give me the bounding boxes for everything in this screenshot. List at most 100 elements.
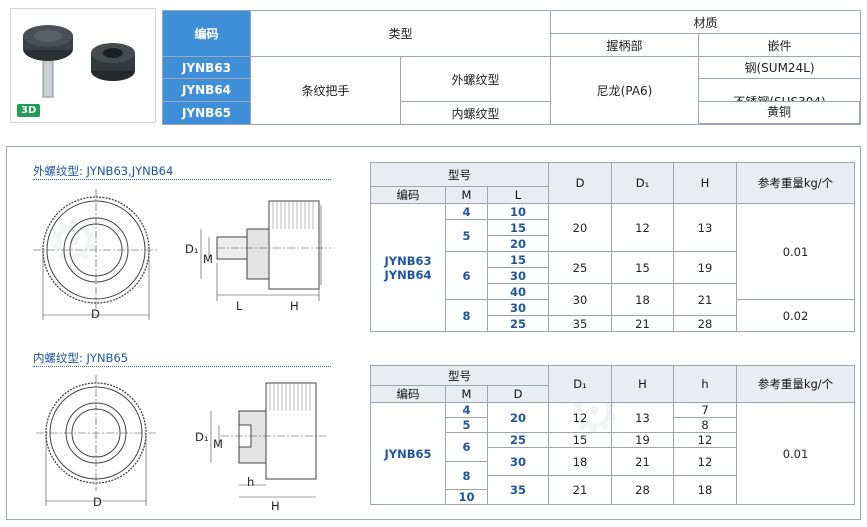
drawing-panel: ⚙ ⚙ 外螺纹型: JYNB63,JYNB64 xyxy=(6,146,861,520)
d1-cell: 21 xyxy=(548,475,612,505)
D1-header: D₁ xyxy=(611,162,674,204)
front-view xyxy=(33,189,159,320)
code-row[interactable]: JYNB63 xyxy=(162,56,251,79)
d1-cell: 15 xyxy=(611,251,674,284)
internal-thread-drawing xyxy=(36,375,326,506)
m-cell: 5 xyxy=(445,219,488,252)
m-cell: 8 xyxy=(445,461,488,490)
d1-cell: 12 xyxy=(548,402,612,433)
small-h-cell: 12 xyxy=(673,447,737,476)
h-cell: 19 xyxy=(611,432,674,448)
l-cell: 30 xyxy=(487,267,549,284)
dim-label-D1: D₁ xyxy=(185,242,199,256)
handle-material: 尼龙(PA6) xyxy=(550,56,700,125)
code-value: JYNB65 xyxy=(370,402,446,505)
d-cell: 35 xyxy=(548,315,612,332)
external-dimension-table: 型号 D D₁ H 参考重量kg/个 编码 M L JYNB63 JYNB64 … xyxy=(370,162,855,332)
m-cell: 6 xyxy=(445,251,488,300)
dim-label-H: H xyxy=(271,499,280,513)
type-header: 类型 xyxy=(249,10,552,57)
d-cell: 25 xyxy=(487,432,549,448)
small-h-cell: 12 xyxy=(673,432,737,448)
knob-photo-illustration xyxy=(23,25,135,98)
weight-cell: 0.02 xyxy=(736,299,855,332)
m-cell: 4 xyxy=(445,203,488,220)
small-h-cell: 8 xyxy=(673,417,737,433)
H-header: H xyxy=(673,162,737,204)
side-view xyxy=(200,200,331,301)
code-header: 编码 xyxy=(370,186,446,204)
model-header: 型号 xyxy=(370,365,549,386)
l-cell: 15 xyxy=(487,251,549,268)
d1-cell: 18 xyxy=(548,447,612,476)
code-cell: JYNB63 JYNB64 xyxy=(370,203,446,332)
d-cell: 35 xyxy=(487,475,549,505)
h-cell: 13 xyxy=(611,402,674,433)
M-header: M xyxy=(445,385,488,403)
d-cell: 20 xyxy=(487,402,549,433)
h-cell: 21 xyxy=(673,283,737,316)
code-header: 编码 xyxy=(162,10,251,57)
m-cell: 6 xyxy=(445,432,488,462)
d-cell: 25 xyxy=(548,251,612,284)
l-cell: 40 xyxy=(487,283,549,300)
d-cell: 30 xyxy=(548,283,612,316)
code-row[interactable]: JYNB65 xyxy=(162,101,251,125)
3d-badge[interactable]: 3D xyxy=(17,104,41,117)
dim-label-M: M xyxy=(213,437,223,451)
internal-dimension-table: 型号 D₁ H h 参考重量kg/个 编码 M D JYNB65 4 20 12… xyxy=(370,365,855,505)
d1-cell: 15 xyxy=(548,432,612,448)
dim-label-h: h xyxy=(247,475,255,489)
h-cell: 13 xyxy=(673,203,737,252)
knurl-type: 条纹把手 xyxy=(250,56,401,125)
internal-thread-type: 内螺纹型 xyxy=(399,101,552,125)
small-h-cell: 7 xyxy=(673,402,737,418)
model-header: 型号 xyxy=(370,162,549,187)
m-cell: 5 xyxy=(445,417,488,433)
dim-label-H: H xyxy=(290,299,299,313)
weight-cell: 0.01 xyxy=(736,402,855,505)
material-header: 材质 xyxy=(550,10,862,34)
d-cell: 30 xyxy=(487,447,549,476)
external-thread-type: 外螺纹型 xyxy=(399,56,552,102)
section-title-internal: 内螺纹型: JYNB65 xyxy=(33,351,129,365)
weight-cell: 0.01 xyxy=(736,203,855,300)
dim-label-D: D xyxy=(93,495,102,509)
D-header: D xyxy=(487,385,549,403)
handle-header: 握柄部 xyxy=(550,33,700,57)
weight-header: 参考重量kg/个 xyxy=(736,365,855,403)
knurl-lines xyxy=(272,201,314,229)
code-value: JYNB63 xyxy=(384,253,432,268)
divider xyxy=(33,366,331,367)
insert-material: 钢(SUM24L) xyxy=(698,56,862,79)
M-header: M xyxy=(445,186,488,204)
m-cell: 10 xyxy=(445,489,488,505)
external-thread-drawing xyxy=(33,189,331,320)
m-cell: 4 xyxy=(445,402,488,418)
d1-cell: 18 xyxy=(611,283,674,316)
L-header: L xyxy=(487,186,549,204)
D-header: D xyxy=(548,162,612,204)
dim-label-L: L xyxy=(236,299,243,313)
l-cell: 25 xyxy=(487,315,549,332)
h-cell: 21 xyxy=(611,447,674,476)
insert-header: 嵌件 xyxy=(698,33,862,57)
section-title-external: 外螺纹型: JYNB63,JYNB64 xyxy=(33,164,174,178)
d1-cell: 21 xyxy=(611,315,674,332)
dim-label-D1: D₁ xyxy=(195,430,209,444)
l-cell: 15 xyxy=(487,219,549,236)
D1-header: D₁ xyxy=(548,365,612,403)
product-photo: 3D xyxy=(10,8,156,123)
l-cell: 20 xyxy=(487,235,549,252)
code-row[interactable]: JYNB64 xyxy=(162,78,251,102)
code-header: 编码 xyxy=(370,385,446,403)
knurl-lines xyxy=(269,383,311,411)
h-cell: 19 xyxy=(673,251,737,284)
h-cell: 28 xyxy=(611,475,674,505)
front-view xyxy=(36,375,156,506)
dim-label-M: M xyxy=(203,252,213,266)
insert-material-brass: 黄铜 xyxy=(698,101,860,124)
m-cell: 8 xyxy=(445,299,488,332)
side-view xyxy=(210,382,326,498)
H-header: H xyxy=(611,365,674,403)
